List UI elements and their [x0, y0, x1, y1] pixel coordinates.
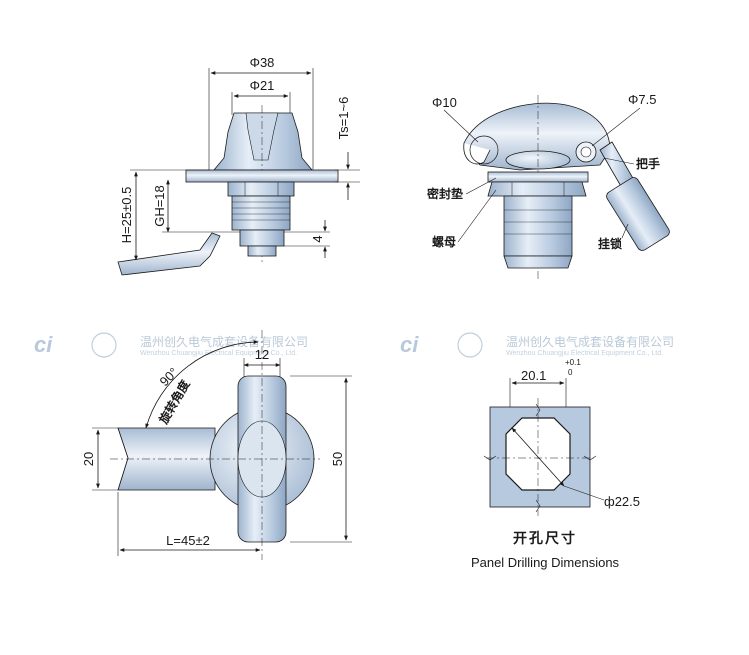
watermark-logo: ci [34, 332, 53, 357]
label-nut: 螺母 [432, 234, 456, 249]
flange [185, 169, 339, 183]
padlock [606, 177, 670, 251]
threaded-body [231, 195, 291, 231]
watermark-seal-icon [91, 332, 117, 358]
dim-panel-thickness: Ts=1~6 [336, 97, 351, 140]
dim-hole-left: Φ10 [432, 95, 457, 110]
dim-small: 4 [310, 235, 325, 242]
cam-arm [117, 232, 221, 276]
nut-body [487, 181, 587, 197]
cutout-title-cn: 开孔尺寸 [513, 530, 577, 546]
body [503, 195, 573, 257]
watermark-company-cn: 温州创久电气成套设备有限公司 [506, 334, 674, 349]
top-view: 12 90° 旋转角度 20 50 L=45±2 [81, 330, 352, 560]
nut [227, 181, 295, 197]
dim-height-right: 50 [330, 452, 345, 466]
watermark-company-en: Wenzhou Chuangjiu Electrical Equipment C… [506, 350, 663, 357]
dim-tol-upper: +0.1 [565, 358, 581, 367]
label-handle: 把手 [636, 156, 660, 171]
dim-outer-diameter: Φ38 [250, 55, 275, 70]
watermark-logo: ci [400, 332, 419, 357]
side-view: Φ38 Φ21 Ts=1~6 H=25± [117, 55, 360, 276]
dim-inner-diameter: Φ21 [250, 78, 275, 93]
label-padlock: 挂锁 [598, 236, 622, 251]
watermark-right: ci 温州创久电气成套设备有限公司 Wenzhou Chuangjiu Elec… [400, 332, 674, 358]
dim-tol-lower: 0 [568, 368, 573, 377]
panel-cutout: 20.1 +0.1 0 ф22.5 开孔尺寸 Panel Drilling Di… [471, 358, 640, 570]
watermark-seal-icon [457, 332, 483, 358]
dim-cutout-diameter: ф22.5 [604, 494, 640, 509]
watermark-company-cn: 温州创久电气成套设备有限公司 [140, 334, 308, 349]
dim-hole-right: Φ7.5 [628, 92, 656, 107]
padlock-view: Φ10 Φ7.5 把手 密封垫 螺母 挂锁 [427, 92, 670, 280]
cutout-title-en: Panel Drilling Dimensions [471, 555, 620, 570]
dim-height: H=25±0.5 [119, 187, 134, 244]
dim-height-left: 20 [81, 452, 96, 466]
dim-length: L=45±2 [166, 533, 210, 548]
label-seal: 密封垫 [427, 186, 463, 201]
dim-gh: GH=18 [152, 185, 167, 227]
hole-left-outline [469, 135, 499, 165]
shaft [239, 229, 285, 247]
dim-cutout-width: 20.1 [521, 368, 546, 383]
watermark-company-en: Wenzhou Chuangjiu Electrical Equipment C… [140, 350, 297, 357]
